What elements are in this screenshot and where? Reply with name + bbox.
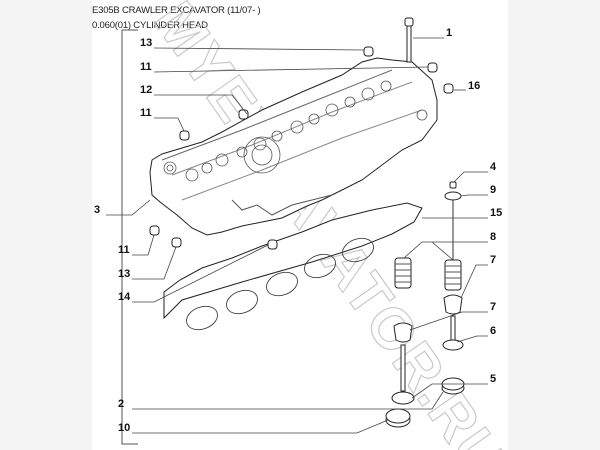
group-title: 0.060(01) CYLINDER HEAD [92, 20, 208, 31]
group-bracket [121, 29, 138, 445]
head-bolt [404, 17, 414, 63]
callout-13[interactable]: 13 [118, 268, 131, 280]
callout-16[interactable]: 16 [468, 80, 481, 92]
callout-11[interactable]: 11 [140, 107, 152, 119]
callout-4[interactable]: 4 [490, 161, 497, 173]
callout-11[interactable]: 11 [140, 61, 152, 73]
callout-3[interactable]: 3 [94, 204, 101, 216]
callout-7[interactable]: 7 [490, 254, 497, 266]
callout-11[interactable]: 11 [118, 244, 130, 256]
callout-15[interactable]: 15 [490, 207, 503, 219]
cylinder-head [149, 57, 438, 236]
callout-13[interactable]: 13 [140, 37, 153, 49]
callout-2[interactable]: 2 [118, 398, 125, 410]
callout-1[interactable]: 1 [446, 27, 453, 39]
callout-12[interactable]: 12 [140, 84, 153, 96]
head-gasket [163, 202, 423, 331]
callout-5[interactable]: 5 [490, 373, 497, 385]
valve-assembly-left [385, 257, 415, 428]
callout-8[interactable]: 8 [490, 231, 497, 243]
exploded-view-drawing: MYEXCAVATOR.RU [106, 0, 508, 450]
model-title: E305B CRAWLER EXCAVATOR (11/07- ) [92, 5, 261, 16]
callout-14[interactable]: 14 [118, 291, 131, 303]
callout-10[interactable]: 10 [118, 422, 131, 434]
leader-lines [106, 37, 488, 434]
callout-9[interactable]: 9 [490, 184, 497, 196]
parts-diagram-sheet: E305B CRAWLER EXCAVATOR (11/07- ) 0.060(… [92, 0, 508, 450]
callout-6[interactable]: 6 [490, 325, 497, 337]
callout-7[interactable]: 7 [490, 301, 497, 313]
